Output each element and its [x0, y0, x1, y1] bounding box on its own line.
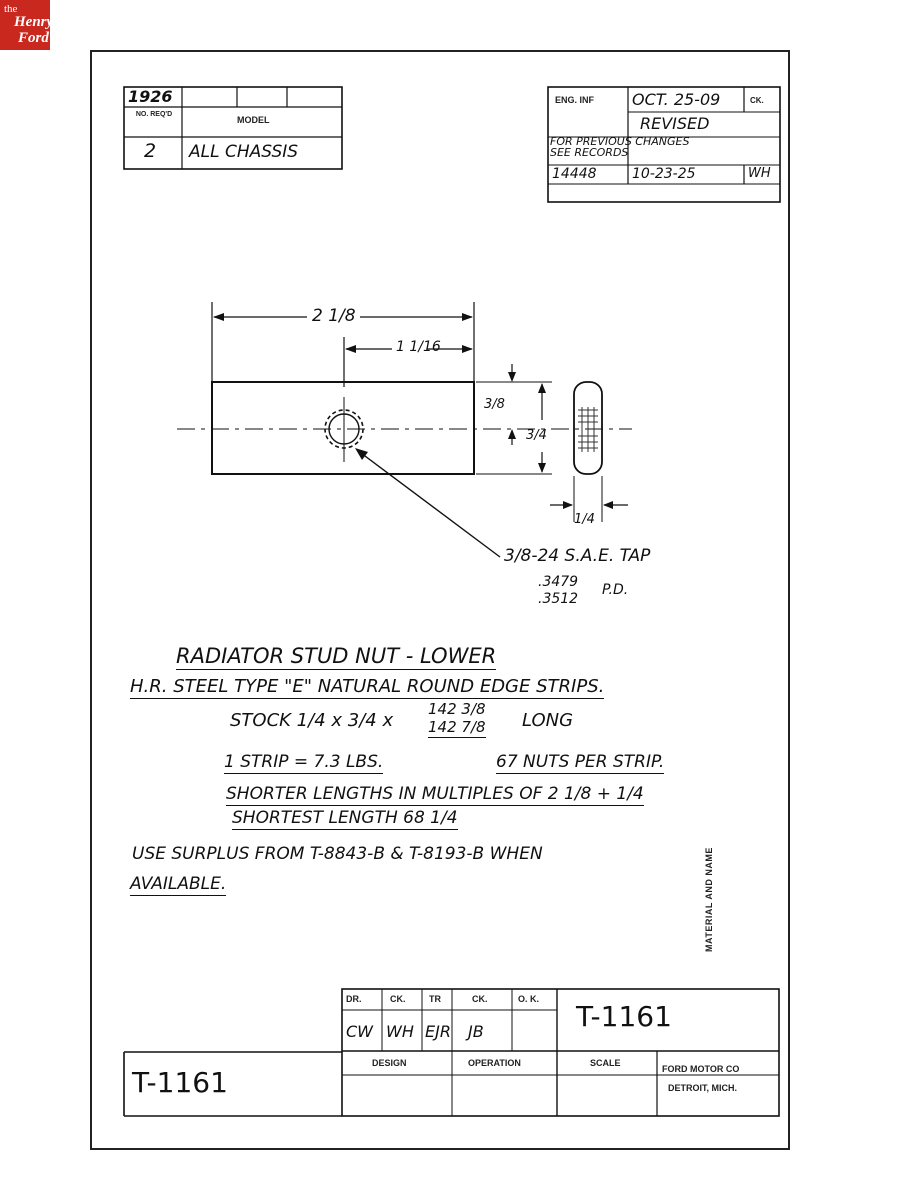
tap-spec: 3/8-24 S.A.E. TAP	[504, 546, 651, 566]
top-right-box-border	[547, 86, 781, 203]
ck-label-top: CK.	[750, 96, 764, 105]
drawing-sheet: 1926 NO. REQ'D MODEL 2 ALL CHASSIS ENG. …	[90, 50, 790, 1150]
surplus-line1: USE SURPLUS FROM T-8843-B & T-8193-B WHE…	[132, 844, 543, 864]
design-label: DESIGN	[372, 1058, 407, 1068]
dim-width: 3/4	[526, 428, 547, 443]
model-value: ALL CHASSIS	[189, 142, 299, 162]
henry-ford-logo: the Henry Ford	[0, 0, 54, 50]
logo-text-the: the	[4, 3, 18, 15]
previous-changes-line2: SEE RECORDS	[550, 146, 629, 159]
revised-text: REVISED	[640, 114, 710, 133]
tr-label: TR	[429, 994, 441, 1004]
stock-length-lower: 142 7/8	[428, 718, 486, 738]
dim-hole-position: 1 1/16	[396, 339, 441, 355]
company-line2: DETROIT, MICH.	[668, 1083, 737, 1093]
surplus-line2: AVAILABLE.	[130, 874, 227, 896]
stock-prefix: STOCK 1/4 x 3/4 x	[230, 710, 394, 731]
change-ck: WH	[748, 166, 771, 181]
dim-hole-offset: 3/8	[484, 397, 505, 412]
eng-inf-label: ENG. INF	[555, 95, 595, 105]
ok-label: O. K.	[518, 994, 540, 1004]
no-reqd-label: NO. REQ'D	[135, 111, 173, 118]
pd-label: P.D.	[602, 582, 629, 598]
nuts-per-strip: 67 NUTS PER STRIP.	[496, 752, 665, 774]
scale-label: SCALE	[590, 1058, 621, 1068]
revision-date: OCT. 25-09	[632, 90, 721, 109]
change-date: 10-23-25	[632, 166, 696, 182]
shorter-lengths: SHORTER LENGTHS IN MULTIPLES OF 2 1/8 + …	[226, 784, 644, 806]
dim-thickness: 1/4	[574, 512, 595, 527]
strip-weight: 1 STRIP = 7.3 LBS.	[224, 752, 384, 774]
shortest-length: SHORTEST LENGTH 68 1/4	[232, 808, 458, 830]
drawing-lines	[123, 86, 781, 1117]
dim-overall-length: 2 1/8	[312, 306, 356, 326]
logo-text-ford: Ford	[18, 30, 49, 46]
logo-text-henry: Henry	[14, 14, 54, 30]
tr-value: EJR	[425, 1022, 451, 1041]
change-number: 14448	[552, 166, 597, 182]
part-title: RADIATOR STUD NUT - LOWER	[176, 644, 497, 670]
operation-label: OPERATION	[468, 1058, 521, 1068]
dr-value: CW	[346, 1022, 373, 1041]
stock-suffix: LONG	[522, 710, 574, 731]
material-and-name-label: MATERIAL AND NAME	[704, 847, 714, 952]
stock-length-upper: 142 3/8	[428, 700, 486, 718]
year: 1926	[128, 87, 173, 106]
part-number-bottom-left: T-1161	[132, 1066, 228, 1099]
ck-label: CK.	[390, 994, 406, 1004]
pd-lower: .3512	[538, 591, 579, 607]
part-number-title-block: T-1161	[576, 1000, 672, 1033]
company-line1: FORD MOTOR CO	[662, 1064, 740, 1074]
material-spec: H.R. STEEL TYPE "E" NATURAL ROUND EDGE S…	[130, 676, 605, 699]
top-left-box-border	[123, 86, 343, 170]
previous-changes-line1: FOR PREVIOUS CHANGES	[550, 135, 690, 148]
pd-upper: .3479	[538, 574, 579, 590]
model-label: MODEL	[237, 115, 270, 125]
dr-label: DR.	[346, 994, 362, 1004]
ck-value: WH	[386, 1022, 414, 1041]
ck2-label: CK.	[472, 994, 488, 1004]
no-reqd-value: 2	[144, 140, 157, 162]
ck2-value: JB	[468, 1022, 484, 1041]
